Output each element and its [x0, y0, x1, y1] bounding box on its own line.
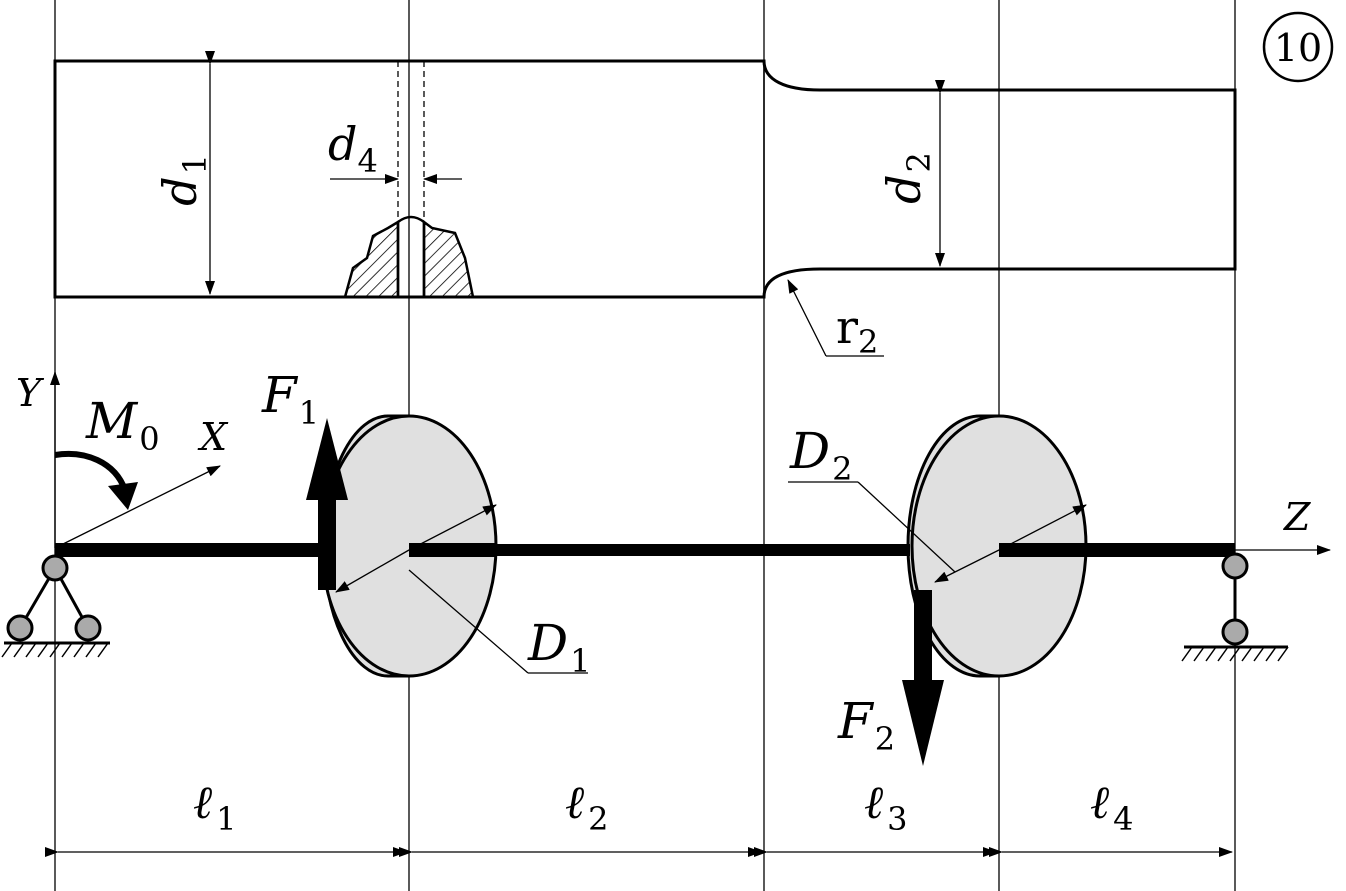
d1-symbol: d [153, 176, 207, 205]
support-right [1181, 552, 1289, 662]
axis-y-label: Y [16, 371, 45, 415]
f2-symbol: F [837, 692, 875, 750]
axis-x-label: X [197, 415, 229, 459]
f2-subscript: 2 [875, 720, 895, 758]
d2-leader: D2 [788, 422, 1087, 583]
svg-text:r2: r2 [836, 300, 878, 361]
span1-symbol: ℓ [193, 775, 213, 829]
variant-number: 10 [1274, 26, 1322, 70]
variant-badge: 10 [1262, 11, 1334, 83]
svg-text:F1: F1 [261, 366, 319, 432]
span3-subscript: 3 [887, 800, 907, 838]
force-f1: F1 [261, 366, 348, 590]
svg-text:ℓ4: ℓ4 [1090, 775, 1134, 838]
shaft-profile [53, 59, 1237, 299]
disk1-symbol: D [527, 614, 568, 672]
dimension-d4: d4 [328, 117, 462, 184]
svg-text:d1: d1 [153, 154, 214, 206]
force-f2: F2 [837, 590, 944, 766]
svg-text:ℓ1: ℓ1 [193, 775, 237, 838]
span2-symbol: ℓ [565, 775, 585, 829]
support-left [1, 554, 110, 658]
axis-z: Z [1235, 495, 1331, 555]
dimension-d2: d2 [877, 80, 945, 267]
r2-symbol: r [836, 300, 858, 354]
d4-symbol: d [328, 117, 357, 171]
disk1-subscript: 1 [570, 642, 590, 680]
f1-subscript: 1 [299, 394, 319, 432]
svg-text:D2: D2 [789, 422, 852, 488]
span4-symbol: ℓ [1090, 775, 1110, 829]
fillet-r2: r2 [787, 279, 884, 361]
span4-subscript: 4 [1113, 800, 1133, 838]
d1-leader: D1 [335, 504, 590, 680]
axis-y: Y [16, 371, 60, 548]
svg-text:d2: d2 [877, 152, 938, 204]
m0-symbol: M [85, 392, 139, 450]
disk2-subscript: 2 [832, 450, 852, 488]
d4-subscript: 4 [357, 142, 377, 180]
svg-text:ℓ3: ℓ3 [864, 775, 908, 838]
svg-text:D1: D1 [527, 614, 590, 680]
disk2-symbol: D [789, 422, 830, 480]
svg-text:ℓ2: ℓ2 [565, 775, 609, 838]
span3-symbol: ℓ [864, 775, 884, 829]
m0-subscript: 0 [139, 420, 159, 458]
d2-symbol: d [877, 174, 931, 203]
svg-text:M0: M0 [85, 392, 160, 458]
span2-subscript: 2 [588, 800, 608, 838]
dimension-d1: d1 [153, 51, 215, 295]
svg-text:d4: d4 [328, 117, 378, 180]
hatch-left [343, 219, 400, 299]
f1-symbol: F [261, 366, 299, 424]
axis-x: X [54, 415, 229, 549]
axis-z-label: Z [1283, 495, 1311, 539]
d1-subscript: 1 [176, 154, 214, 174]
span1-subscript: 1 [216, 800, 236, 838]
moment-m0: M0 [54, 392, 160, 510]
hatch-right [422, 219, 475, 299]
d2-subscript: 2 [900, 152, 938, 172]
svg-text:F2: F2 [837, 692, 895, 758]
section-lines [54, 0, 1236, 891]
r2-subscript: 2 [858, 323, 878, 361]
